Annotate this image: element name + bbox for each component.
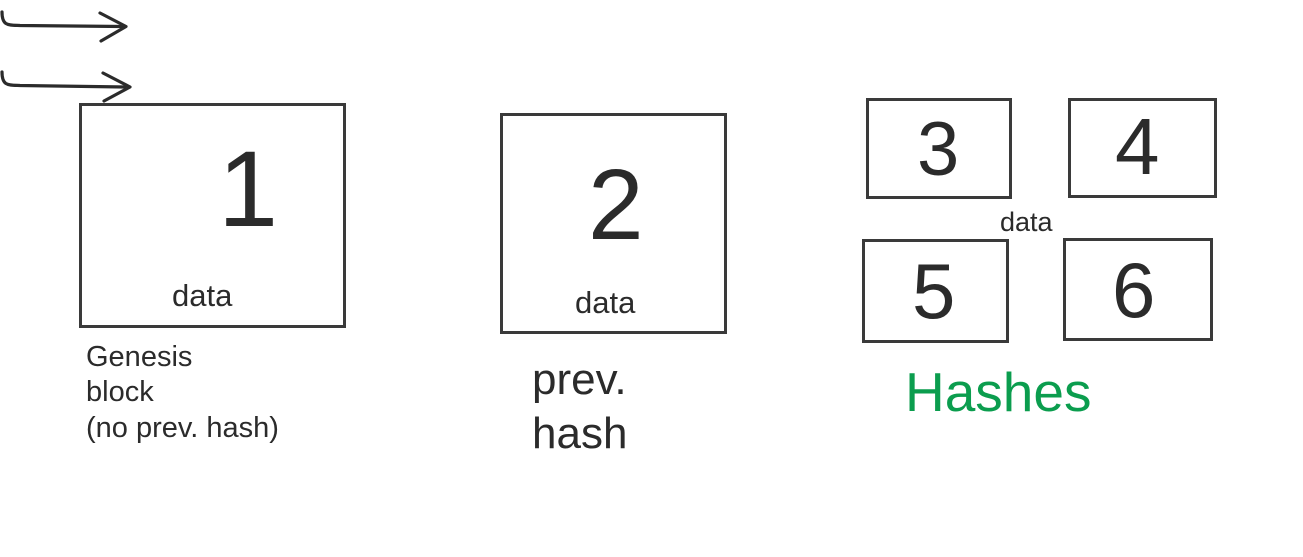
hash-group-data-label: data xyxy=(1000,207,1053,237)
arrow-block2-to-hash-group xyxy=(0,60,145,120)
block-4-number: 4 xyxy=(1115,102,1160,191)
block-1-number: 1 xyxy=(218,128,279,249)
block-2-number: 2 xyxy=(588,149,644,261)
block-3-number: 3 xyxy=(917,107,960,192)
block-4 xyxy=(1068,98,1217,198)
arrow-block1-to-block2 xyxy=(0,0,140,60)
block-5 xyxy=(862,239,1009,343)
block-1 xyxy=(79,103,346,328)
block-6-number: 6 xyxy=(1112,246,1156,334)
block-2 xyxy=(500,113,727,334)
genesis-block-caption: Genesis block (no prev. hash) xyxy=(86,341,279,444)
hashes-caption: Hashes xyxy=(905,361,1092,423)
block-6 xyxy=(1063,238,1213,341)
block-1-data-label: data xyxy=(172,278,233,313)
block-2-data-label: data xyxy=(575,285,636,320)
arrow-2-icon xyxy=(0,70,132,103)
block-5-number: 5 xyxy=(912,247,956,335)
block-3 xyxy=(866,98,1012,199)
arrow-1-icon xyxy=(0,10,128,43)
prev-hash-caption: prev. hash xyxy=(532,355,628,458)
